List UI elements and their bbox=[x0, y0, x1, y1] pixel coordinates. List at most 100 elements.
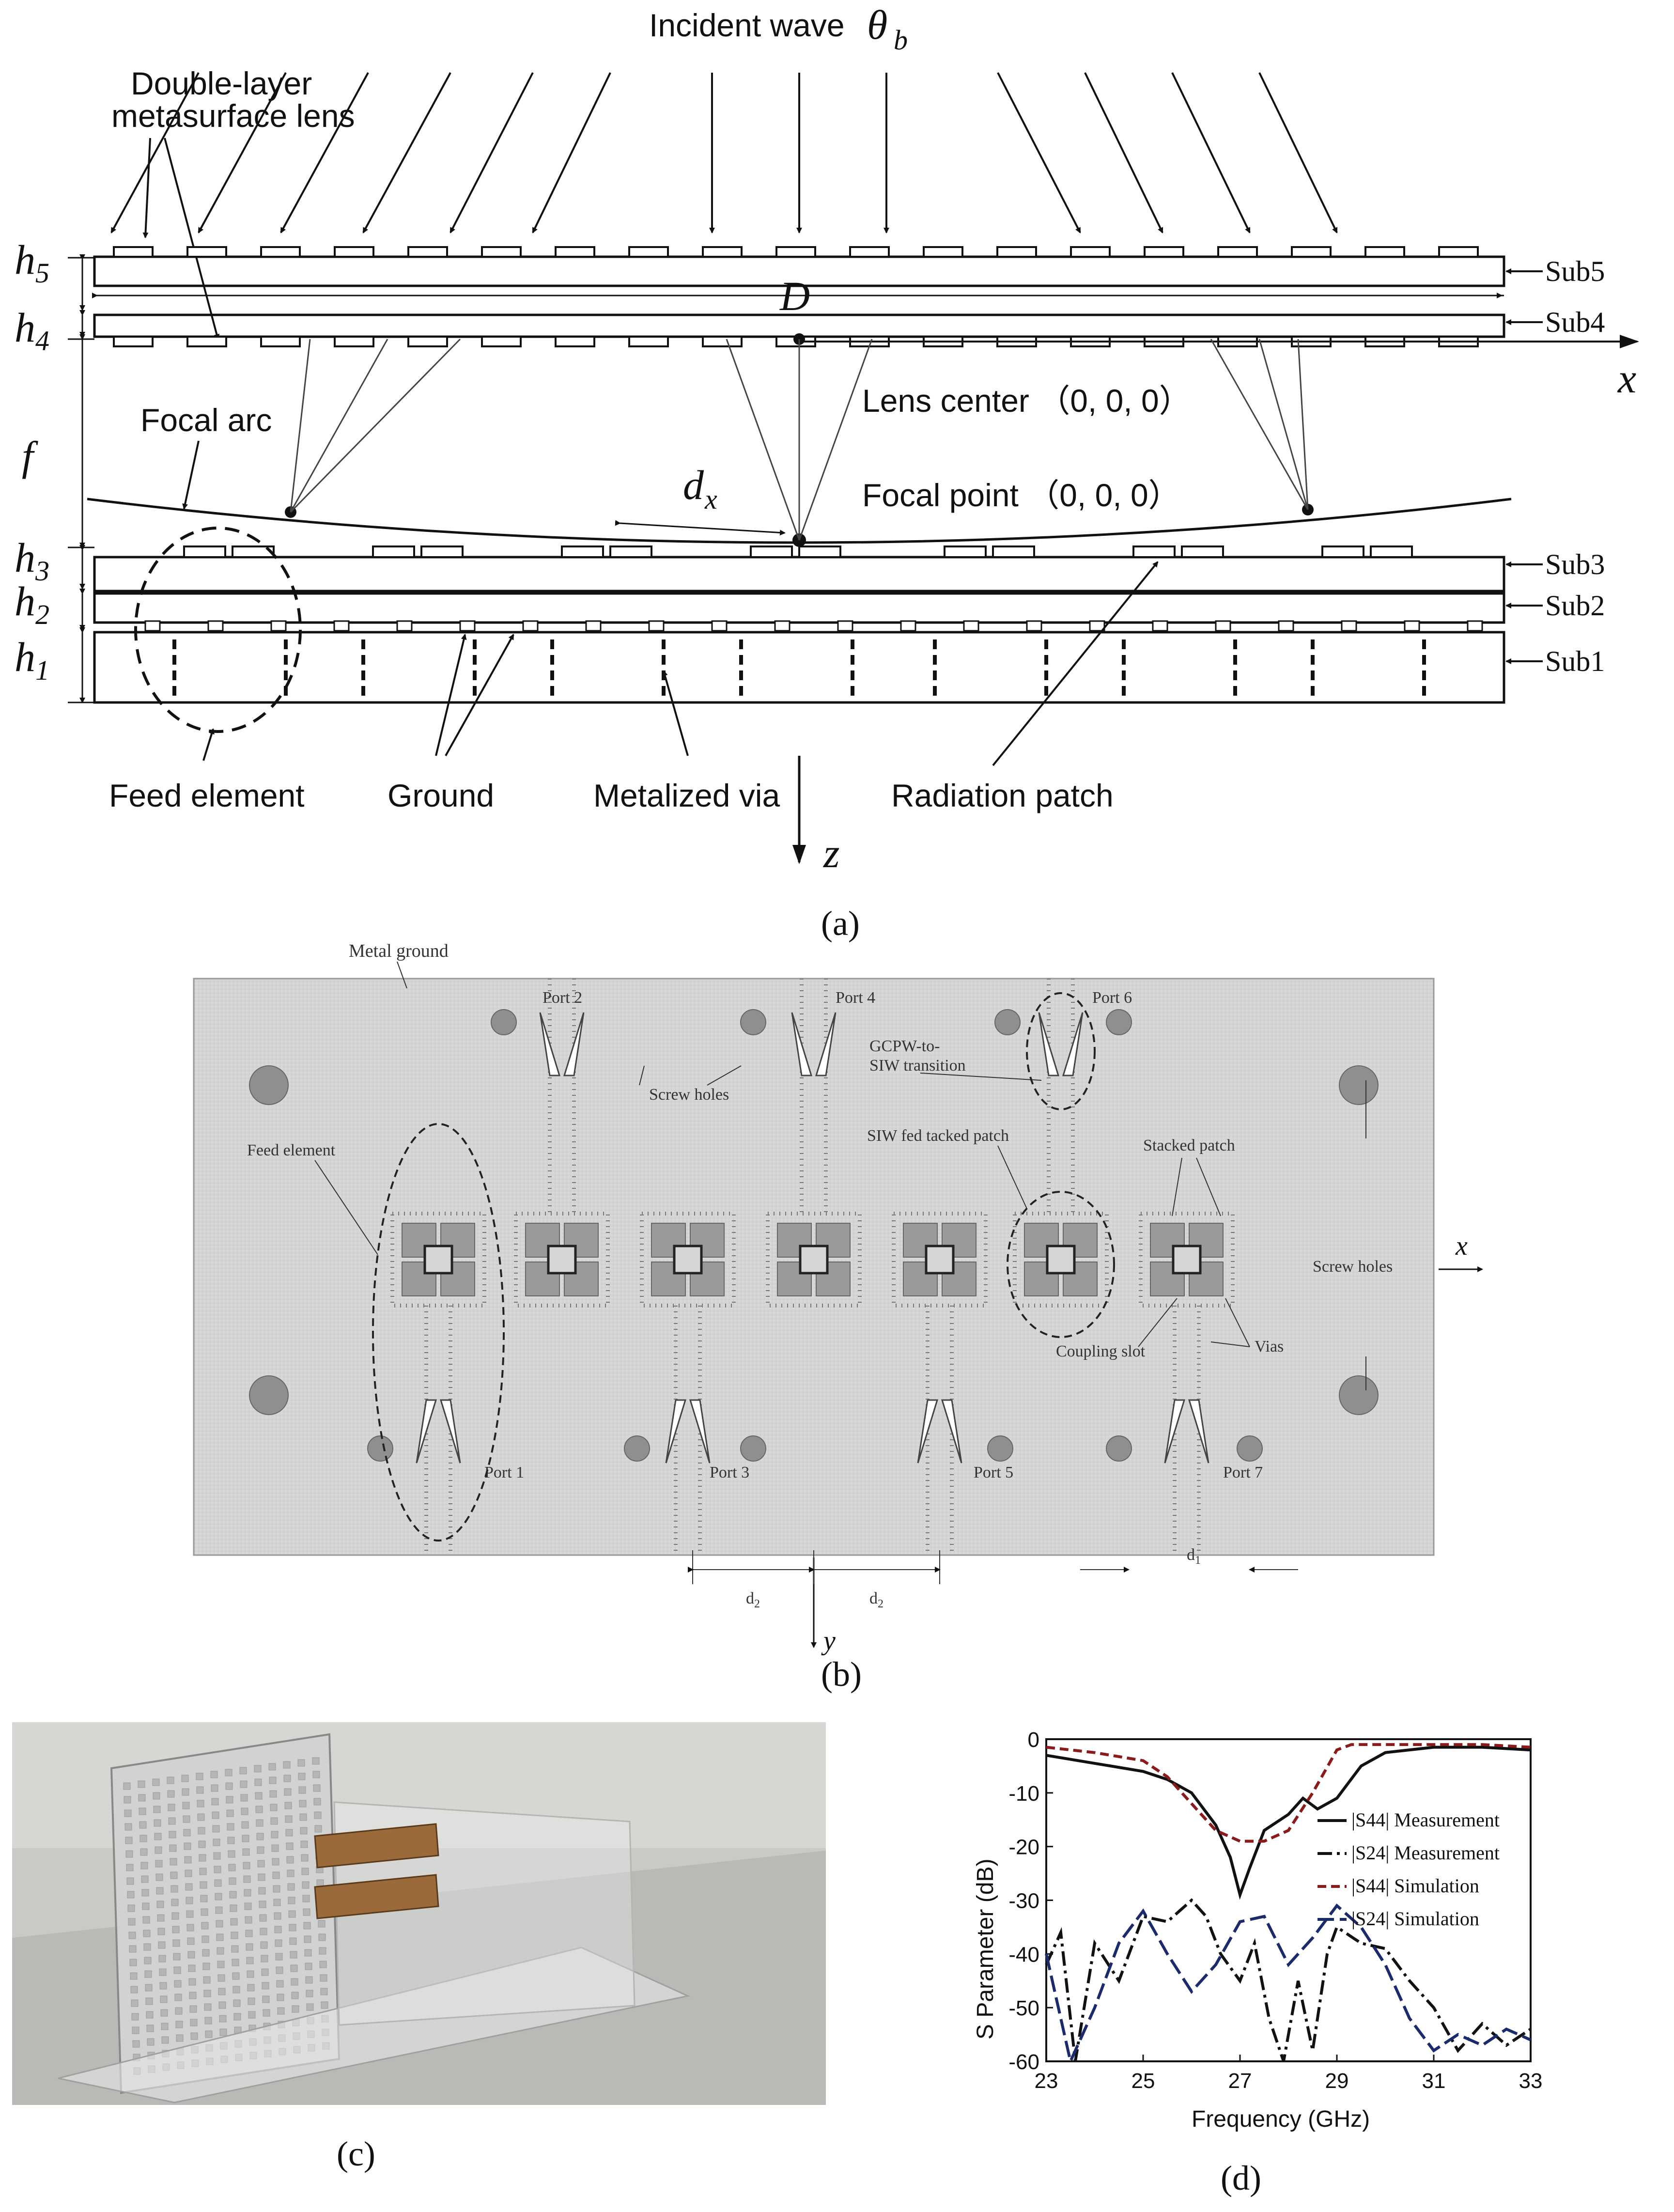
stacked-patch-label: Stacked patch bbox=[1143, 1137, 1235, 1154]
dx-label: d bbox=[683, 462, 704, 508]
dx-subscript: x bbox=[704, 483, 717, 515]
lens-unit-cell bbox=[262, 1982, 269, 1990]
feed-radiation-patch bbox=[1181, 545, 1224, 558]
lens-unit-cell bbox=[159, 1968, 167, 1976]
y-tick-label: -60 bbox=[1008, 2050, 1039, 2074]
panel-a-diagram: Incident wave θ b Double-layer metasurfa… bbox=[15, 1, 1639, 943]
siw-fed-label: SIW fed tacked patch bbox=[867, 1127, 1009, 1145]
lens-unit-cell bbox=[167, 1790, 175, 1798]
y-tick-label: -20 bbox=[1008, 1836, 1039, 1859]
lens-unit-cell bbox=[138, 1794, 146, 1802]
port-7-label: Port 7 bbox=[1223, 1464, 1263, 1481]
lens-unit-cell bbox=[275, 1939, 282, 1947]
x-tick-label: 25 bbox=[1132, 2069, 1155, 2093]
lens-unit-cell bbox=[319, 1961, 327, 1968]
ground-slot bbox=[333, 620, 350, 632]
ground-slot bbox=[1026, 620, 1042, 632]
port-6-label: Port 6 bbox=[1092, 989, 1132, 1007]
lens-unit-cell bbox=[244, 1902, 252, 1910]
lens-unit-cell bbox=[313, 1798, 321, 1806]
lens-unit-cell bbox=[128, 1932, 136, 1939]
lens-unit-cell bbox=[230, 1918, 238, 1926]
screw-hole bbox=[491, 1009, 517, 1035]
coupling-slot-label: Coupling slot bbox=[1056, 1342, 1146, 1360]
lens-unit-cell bbox=[171, 1899, 179, 1906]
sub1-label: Sub1 bbox=[1545, 645, 1605, 677]
lens-unit-cell bbox=[271, 1831, 279, 1838]
lens-unit-cell bbox=[302, 1895, 310, 1902]
lens-unit-cell bbox=[261, 1968, 269, 1976]
port-5-label: Port 5 bbox=[974, 1464, 1013, 1481]
feed-radiation-patch bbox=[944, 545, 987, 558]
screw-hole bbox=[367, 1435, 393, 1462]
lens-patch-bottom bbox=[407, 336, 448, 347]
incident-ray bbox=[450, 72, 534, 234]
double-layer-arrow-2 bbox=[164, 138, 220, 340]
caption-c: (c) bbox=[337, 2134, 375, 2173]
lens-unit-cell bbox=[291, 1978, 298, 1986]
lens-unit-cell bbox=[302, 1881, 310, 1889]
lens-unit-cell bbox=[153, 1806, 161, 1813]
feed-element-arrow-a bbox=[202, 728, 215, 761]
lens-unit-cell bbox=[146, 2025, 154, 2032]
screw-hole bbox=[1339, 1375, 1379, 1415]
lens-unit-cell bbox=[202, 1935, 209, 1943]
sub5-label: Sub5 bbox=[1545, 255, 1605, 287]
lens-unit-cell bbox=[255, 1792, 263, 1800]
caption-b: (b) bbox=[821, 1655, 862, 1694]
lens-top-patches bbox=[113, 246, 1479, 258]
lens-unit-cell bbox=[286, 1856, 294, 1864]
lens-unit-cell bbox=[172, 1926, 180, 1933]
feed-radiation-patch bbox=[609, 545, 652, 558]
panel-c-photo: (c) bbox=[12, 1722, 826, 2173]
lens-unit-cell bbox=[214, 1879, 222, 1887]
lens-unit-cell bbox=[170, 1858, 177, 1866]
incident-ray bbox=[532, 72, 611, 234]
feed-ground-slots bbox=[144, 620, 1483, 632]
lens-unit-cell bbox=[232, 1972, 240, 1980]
lens-unit-cell bbox=[161, 2036, 169, 2044]
lens-unit-cell bbox=[173, 1953, 181, 1961]
lens-unit-cell bbox=[125, 1837, 133, 1844]
feed-radiation-patch bbox=[561, 545, 604, 558]
lens-unit-cell bbox=[283, 1775, 291, 1782]
lens-unit-cell bbox=[190, 2019, 198, 2026]
lens-unit-cell bbox=[305, 1963, 312, 1970]
feed-element-label-a: Feed element bbox=[109, 778, 305, 813]
lens-unit-cell bbox=[259, 1914, 267, 1922]
lens-unit-cell bbox=[300, 1827, 308, 1835]
legend-label: |S44| Measurement bbox=[1351, 1809, 1500, 1831]
lens-unit-cell bbox=[306, 1990, 313, 1997]
lens-unit-cell bbox=[172, 1939, 180, 1947]
chart-y-label: S Parameter (dB) bbox=[973, 1859, 998, 2040]
lens-patch-top bbox=[775, 246, 816, 258]
series-line bbox=[1046, 1745, 1531, 1900]
lens-unit-cell bbox=[214, 1866, 221, 1873]
lens-unit-cell bbox=[219, 2028, 227, 2036]
lens-unit-cell bbox=[145, 1984, 153, 1992]
screw-holes bbox=[249, 1009, 1379, 1462]
lens-unit-cell bbox=[126, 1877, 134, 1885]
lens-unit-cell bbox=[218, 1988, 226, 1995]
lens-unit-cell bbox=[185, 1869, 192, 1877]
lens-unit-cell bbox=[155, 1846, 162, 1854]
screw-hole bbox=[740, 1009, 766, 1035]
incident-wave-label: Incident wave bbox=[649, 7, 845, 43]
lens-patch-top bbox=[481, 246, 522, 258]
lens-unit-cell bbox=[127, 1904, 135, 1912]
lens-unit-cell bbox=[167, 1776, 174, 1784]
double-layer-label-1: Double-layer bbox=[131, 65, 312, 101]
feed-element-label-b: Feed element bbox=[247, 1141, 336, 1159]
lens-unit-cell bbox=[186, 1924, 194, 1932]
ground-slot bbox=[1089, 620, 1105, 632]
sub1-layer bbox=[93, 631, 1505, 704]
lens-unit-cell bbox=[283, 1761, 291, 1769]
lens-unit-cell bbox=[274, 1926, 282, 1933]
lens-unit-cell bbox=[268, 1763, 276, 1771]
stacked-patch-element bbox=[1013, 979, 1109, 1308]
lens-patch-bottom bbox=[186, 336, 227, 347]
ground-slot bbox=[1215, 620, 1231, 632]
lens-unit-cell bbox=[300, 1840, 308, 1848]
coupling-slot bbox=[423, 1245, 453, 1275]
metal-ground-leader bbox=[397, 961, 407, 989]
